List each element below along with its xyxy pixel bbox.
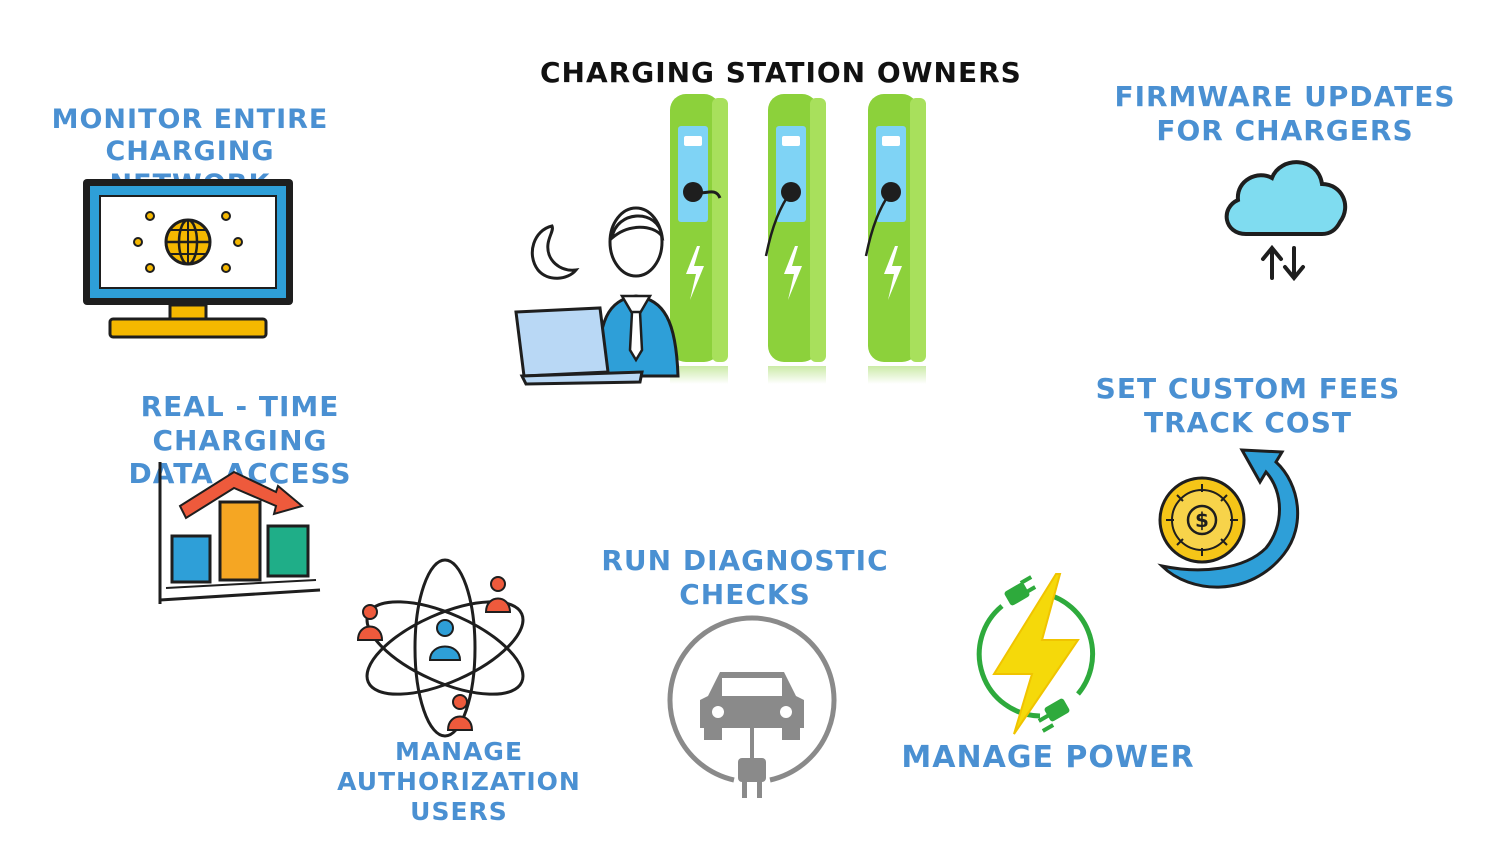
firmware-updates-label-line1: FIRMWARE UPDATES <box>1114 80 1456 113</box>
manage-authorization-label-line2: USERS <box>410 797 508 826</box>
user-bottom <box>446 694 474 731</box>
manage-power-label: MANAGE POWER <box>901 740 1195 775</box>
user-center <box>428 619 462 661</box>
diagnostic-checks-label-line1: RUN DIAGNOSTIC <box>601 544 889 577</box>
manage-authorization-label: MANAGE AUTHORIZATION USERS <box>290 737 628 827</box>
charging-station-icon <box>670 94 926 384</box>
firmware-updates-label-line2: FOR CHARGERS <box>1156 113 1414 147</box>
plug-top <box>1004 575 1037 606</box>
custom-fees-label-line2: TRACK COST <box>1144 405 1352 439</box>
car-plug-icon <box>667 615 837 798</box>
diagnostic-checks-label: RUN DIAGNOSTIC CHECKS <box>600 544 890 611</box>
person-laptop-icon <box>514 206 680 386</box>
monitor-globe-icon <box>83 179 293 339</box>
realtime-data-label-line1: REAL - TIME CHARGING <box>140 390 340 457</box>
sync-arrows-icon <box>1261 244 1305 282</box>
user-right <box>484 576 512 613</box>
svg-text:$: $ <box>1195 508 1209 532</box>
plug-bottom <box>1037 698 1070 733</box>
custom-fees-label-line1: SET CUSTOM FEES <box>1095 372 1401 405</box>
cloud-sync-icon <box>1224 160 1348 282</box>
charging-station-1 <box>670 94 728 384</box>
charging-station-2 <box>764 94 826 384</box>
charging-station-3 <box>864 94 926 384</box>
users-network-icon <box>356 558 525 738</box>
chart-bar-1 <box>170 534 212 584</box>
manage-authorization-label-line1: MANAGE AUTHORIZATION <box>337 737 581 796</box>
moon-icon <box>530 224 580 280</box>
custom-fees-label: SET CUSTOM FEES TRACK COST <box>1090 372 1406 439</box>
chart-bar-3 <box>266 524 310 578</box>
chart-bar-2 <box>218 500 262 582</box>
trend-arrow <box>178 470 305 520</box>
user-left <box>356 604 384 641</box>
firmware-updates-label: FIRMWARE UPDATES FOR CHARGERS <box>1110 80 1460 147</box>
coin-arrow-icon: $ <box>1157 448 1300 589</box>
page-title: CHARGING STATION OWNERS <box>540 56 1022 89</box>
monitor-network-label-line1: MONITOR ENTIRE <box>51 104 329 135</box>
diagnostic-checks-label-line2: CHECKS <box>679 577 811 611</box>
lightning-plug-icon <box>976 573 1096 735</box>
bar-chart-arrow-icon <box>158 462 321 604</box>
